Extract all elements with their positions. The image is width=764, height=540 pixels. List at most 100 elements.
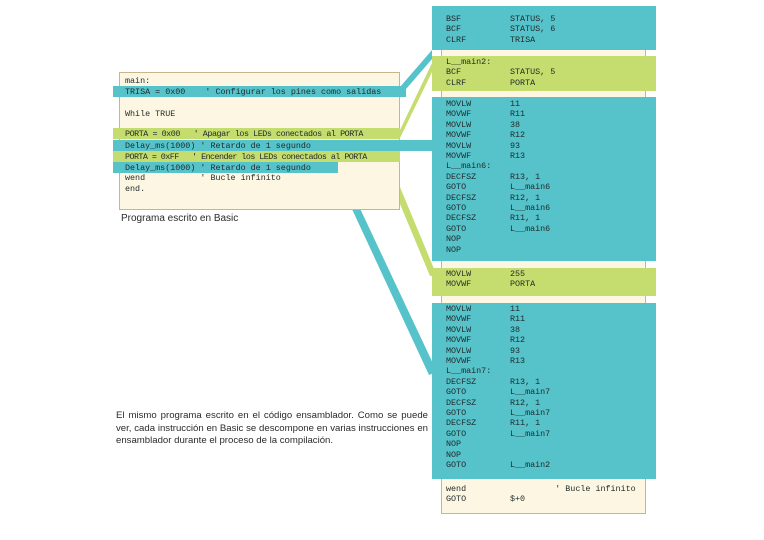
connector-delay-2: [332, 166, 437, 375]
asm-opcode: MOVWF: [446, 130, 472, 141]
asm-opcode: DECFSZ: [446, 397, 477, 408]
asm-opcode: L__main6:: [446, 161, 492, 172]
asm-opcode: MOVLW: [446, 345, 472, 356]
asm-operand: R12: [510, 130, 526, 141]
asm-line: MOVWF R13: [446, 151, 525, 161]
basic-line: wend ' Bucle infinito: [125, 173, 281, 183]
asm-operand: L__main6: [510, 223, 551, 234]
asm-opcode: BCF: [446, 24, 462, 35]
basic-caption: Programa escrito en Basic: [121, 213, 239, 224]
asm-operand: L__main7: [510, 387, 551, 398]
asm-operand: L__main7: [510, 408, 551, 418]
asm-operand: 11: [510, 99, 521, 109]
asm-operand: R12: [510, 335, 526, 346]
basic-line: TRISA = 0x00 ' Configurar los pines como…: [125, 87, 382, 97]
asm-operand: R13, 1: [510, 171, 541, 182]
basic-line: PORTA = 0xFF ' Encender los LEDs conecta…: [125, 152, 367, 162]
asm-opcode: MOVLW: [446, 119, 472, 130]
asm-opcode: MOVWF: [446, 151, 472, 161]
asm-line: L__main7:: [446, 366, 510, 376]
asm-operand: 38: [510, 324, 521, 335]
asm-opcode: MOVLW: [446, 304, 472, 314]
asm-line: DECFSZ R12, 1: [446, 398, 540, 408]
asm-operand: R11: [510, 109, 526, 120]
asm-line: NOP: [446, 234, 510, 244]
asm-line: MOVLW 93: [446, 346, 520, 356]
asm-operand: R13, 1: [510, 376, 541, 387]
asm-block-delay-2: [432, 303, 656, 479]
asm-opcode: DECFSZ: [446, 376, 477, 387]
asm-line: DECFSZ R13, 1: [446, 377, 540, 387]
asm-operand: R12, 1: [510, 397, 541, 408]
asm-operand: L__main7: [510, 428, 551, 439]
asm-line: BCF STATUS, 6: [446, 24, 555, 34]
highlight-delay-2: [113, 162, 338, 173]
asm-operand: ' Bucle infinito: [510, 484, 636, 494]
asm-line: DECFSZ R13, 1: [446, 172, 540, 182]
asm-line: GOTO L__main7: [446, 387, 550, 397]
asm-opcode: GOTO: [446, 203, 467, 213]
asm-block-porta-set: [432, 268, 656, 296]
asm-opcode: GOTO: [446, 182, 467, 193]
asm-opcode: MOVWF: [446, 335, 472, 346]
asm-operand: PORTA: [510, 77, 536, 88]
asm-opcode: BCF: [446, 67, 462, 78]
asm-block-delay-1: [432, 97, 656, 261]
asm-opcode: NOP: [446, 449, 462, 460]
asm-operand: 38: [510, 119, 521, 130]
asm-operand: 93: [510, 140, 521, 151]
asm-line: NOP: [446, 245, 510, 255]
asm-operand: R13: [510, 151, 526, 161]
asm-opcode: GOTO: [446, 428, 467, 439]
asm-line: BCF STATUS, 5: [446, 67, 555, 77]
asm-operand: 93: [510, 345, 521, 356]
asm-operand: STATUS, 5: [510, 67, 556, 78]
asm-opcode: wend: [446, 484, 467, 494]
basic-line: Delay_ms(1000) ' Retardo de 1 segundo: [125, 141, 311, 151]
asm-line: MOVWF R11: [446, 109, 525, 119]
asm-opcode: NOP: [446, 439, 462, 450]
basic-line: While TRUE: [125, 109, 176, 119]
asm-opcode: GOTO: [446, 494, 467, 505]
highlight-porta-clear: [113, 128, 400, 139]
asm-opcode: MOVWF: [446, 314, 472, 325]
asm-opcode: DECFSZ: [446, 192, 477, 203]
asm-opcode: DECFSZ: [446, 418, 477, 429]
asm-line: MOVWF PORTA: [446, 279, 535, 289]
highlight-delay-1: [113, 140, 432, 151]
asm-line: NOP: [446, 439, 510, 449]
asm-operand: PORTA: [510, 279, 536, 290]
asm-line: GOTO L__main6: [446, 203, 550, 213]
asm-operand: R11, 1: [510, 213, 541, 224]
asm-operand: L__main6: [510, 203, 551, 213]
asm-opcode: L__main7:: [446, 366, 492, 377]
asm-opcode: MOVWF: [446, 109, 472, 120]
asm-line: MOVWF R12: [446, 335, 525, 345]
asm-opcode: DECFSZ: [446, 171, 477, 182]
asm-line: MOVLW 38: [446, 120, 520, 130]
asm-opcode: GOTO: [446, 387, 467, 398]
asm-block-init: [432, 6, 656, 50]
highlight-porta-set: [113, 151, 400, 162]
asm-opcode: MOVWF: [446, 356, 472, 366]
asm-operand: R12, 1: [510, 192, 541, 203]
asm-opcode: MOVWF: [446, 279, 472, 290]
asm-operand: STATUS, 6: [510, 24, 556, 35]
asm-operand: TRISA: [510, 34, 536, 45]
basic-line: end.: [125, 184, 146, 194]
connector-porta-clear: [400, 63, 432, 138]
asm-opcode: MOVLW: [446, 140, 472, 151]
